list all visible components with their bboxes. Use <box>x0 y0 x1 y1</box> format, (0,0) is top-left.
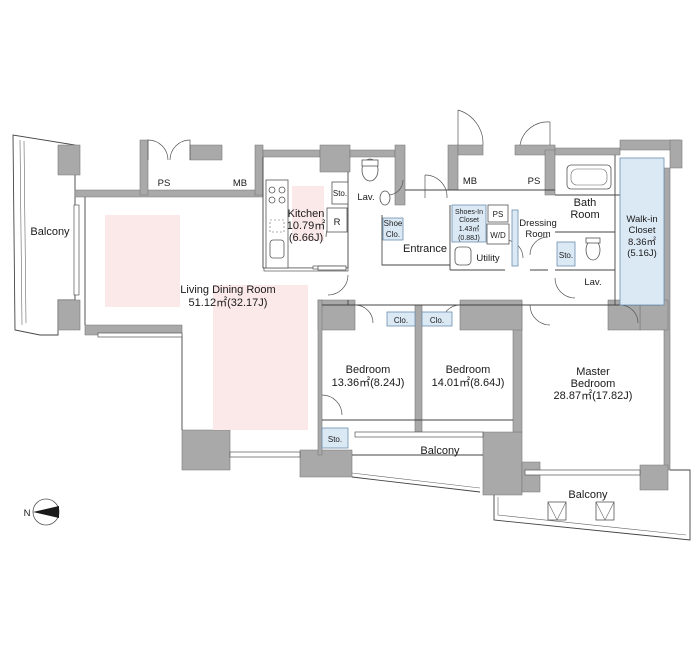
sto-south-label: Sto. <box>328 435 342 444</box>
master-bedroom-label-2: Bedroom <box>571 378 616 390</box>
balcony-southeast-label: Balcony <box>568 489 608 501</box>
ps-north-label: PS <box>158 178 171 189</box>
bath-room-label-2: Room <box>570 209 599 221</box>
shoe-closet-label-1: Shoe <box>384 219 403 228</box>
shoes-in-closet-label-1: Shoes-In <box>455 209 483 216</box>
closet-1-label: Clo. <box>394 316 408 325</box>
walk-in-closet-label-2: Closet <box>629 225 656 236</box>
shoes-in-closet-j: (0.88J) <box>458 235 480 242</box>
lav-bath-label: Lav. <box>584 277 601 288</box>
kitchen-name: Kitchen <box>288 208 325 220</box>
compass-n-label: N <box>24 508 31 519</box>
utility-label: Utility <box>476 253 499 264</box>
bedroom-1-name: Bedroom <box>346 364 391 376</box>
mb-east-label: MB <box>463 176 477 187</box>
fridge-label: R <box>334 217 341 228</box>
compass: N <box>24 498 60 526</box>
entrance-label: Entrance <box>403 243 447 255</box>
fixtures <box>265 157 691 541</box>
balcony-west-label: Balcony <box>30 226 70 238</box>
shoes-in-closet-area: 1.43㎡ <box>459 225 480 233</box>
ps-east-label: PS <box>528 176 541 187</box>
sto-kitchen-label: Sto. <box>333 189 347 198</box>
living-dining-room-name: Living Dining Room <box>180 284 275 296</box>
labels: Balcony PS MB Kitchen 10.79㎡ (6.66J) Sto… <box>30 176 657 501</box>
master-bedroom-label-1: Master <box>576 366 610 378</box>
balcony-west <box>12 134 81 336</box>
master-bedroom-area: 28.87㎡(17.82J) <box>554 389 633 402</box>
closet-2-label: Clo. <box>430 316 444 325</box>
wd-label: W/D <box>490 231 506 240</box>
bedroom-2-area: 14.01㎡(8.64J) <box>432 376 505 389</box>
ps-small-label: PS <box>493 210 504 219</box>
bedroom-2-name: Bedroom <box>446 364 491 376</box>
walk-in-closet-label-1: Walk-in <box>626 214 657 225</box>
lav-north-label: Lav. <box>357 192 374 203</box>
bedroom-1-area: 13.36㎡(8.24J) <box>332 376 405 389</box>
shoe-closet-label-2: Clo. <box>386 230 400 239</box>
sto-bath-label: Sto. <box>559 251 573 260</box>
dressing-room-label-2: Room <box>525 229 550 240</box>
dressing-room-label-1: Dressing <box>519 218 557 229</box>
outer-walls <box>74 139 683 496</box>
bath-room-label-1: Bath <box>574 197 597 209</box>
living-dining-room-area: 51.12㎡(32.17J) <box>189 296 268 309</box>
kitchen-area: 10.79㎡ <box>287 219 326 232</box>
mb-north-label: MB <box>233 178 247 189</box>
balcony-south-label: Balcony <box>420 445 460 457</box>
kitchen-j: (6.66J) <box>289 232 323 244</box>
furniture-zones <box>105 186 324 430</box>
walk-in-closet-j: (5.16J) <box>627 248 657 259</box>
walk-in-closet-area: 8.36㎡ <box>628 237 656 248</box>
shoes-in-closet-label-2: Closet <box>459 217 479 224</box>
